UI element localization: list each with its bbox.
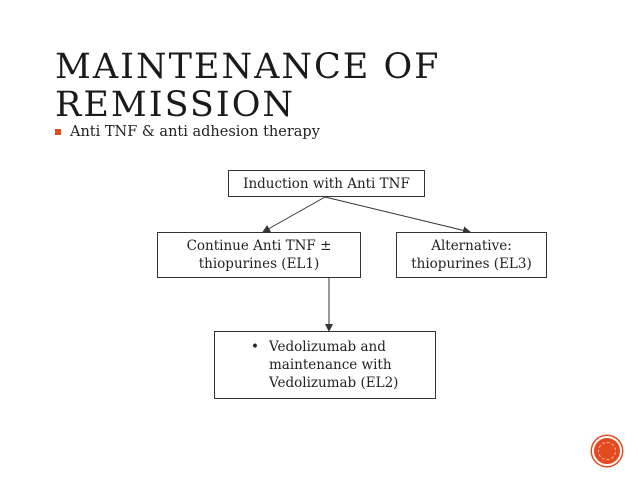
page-badge-icon (592, 436, 622, 466)
vedolizumab-bullet: • (251, 339, 259, 355)
bullet-point: Anti TNF & anti adhesion therapy (55, 124, 320, 140)
arrow-induction-to-alternative (324, 196, 471, 235)
vedolizumab-line-1: Vedolizumab and (269, 339, 386, 355)
square-bullet-icon (55, 129, 61, 135)
alternative-line-1: Alternative: (431, 238, 512, 254)
induction-label: Induction with Anti TNF (243, 175, 410, 192)
arrow-induction-to-continue (262, 196, 326, 233)
continue-line-1: Continue Anti TNF ± (186, 238, 332, 254)
title-line-1: MAINTENANCE OF (55, 47, 441, 87)
induction-box: Induction with Anti TNF (228, 170, 425, 197)
alternative-line-2: thiopurines (EL3) (411, 256, 532, 272)
vedolizumab-line-3: Vedolizumab (EL2) (269, 375, 399, 391)
continue-box: Continue Anti TNF ± thiopurines (EL1) (157, 232, 361, 278)
vedolizumab-item: • Vedolizumab and maintenance with Vedol… (251, 338, 398, 392)
bullet-text: Anti TNF & anti adhesion therapy (70, 124, 320, 140)
badge-inner-ring (598, 442, 616, 460)
continue-line-2: thiopurines (EL1) (198, 256, 320, 272)
vedolizumab-box: • Vedolizumab and maintenance with Vedol… (214, 331, 436, 399)
title-line-2: REMISSION (55, 85, 296, 125)
vedolizumab-text: Vedolizumab and maintenance with Vedoliz… (269, 338, 398, 392)
vedolizumab-line-2: maintenance with (269, 357, 392, 373)
slide-title: MAINTENANCE OF REMISSION (55, 48, 440, 124)
alternative-box: Alternative: thiopurines (EL3) (396, 232, 547, 278)
